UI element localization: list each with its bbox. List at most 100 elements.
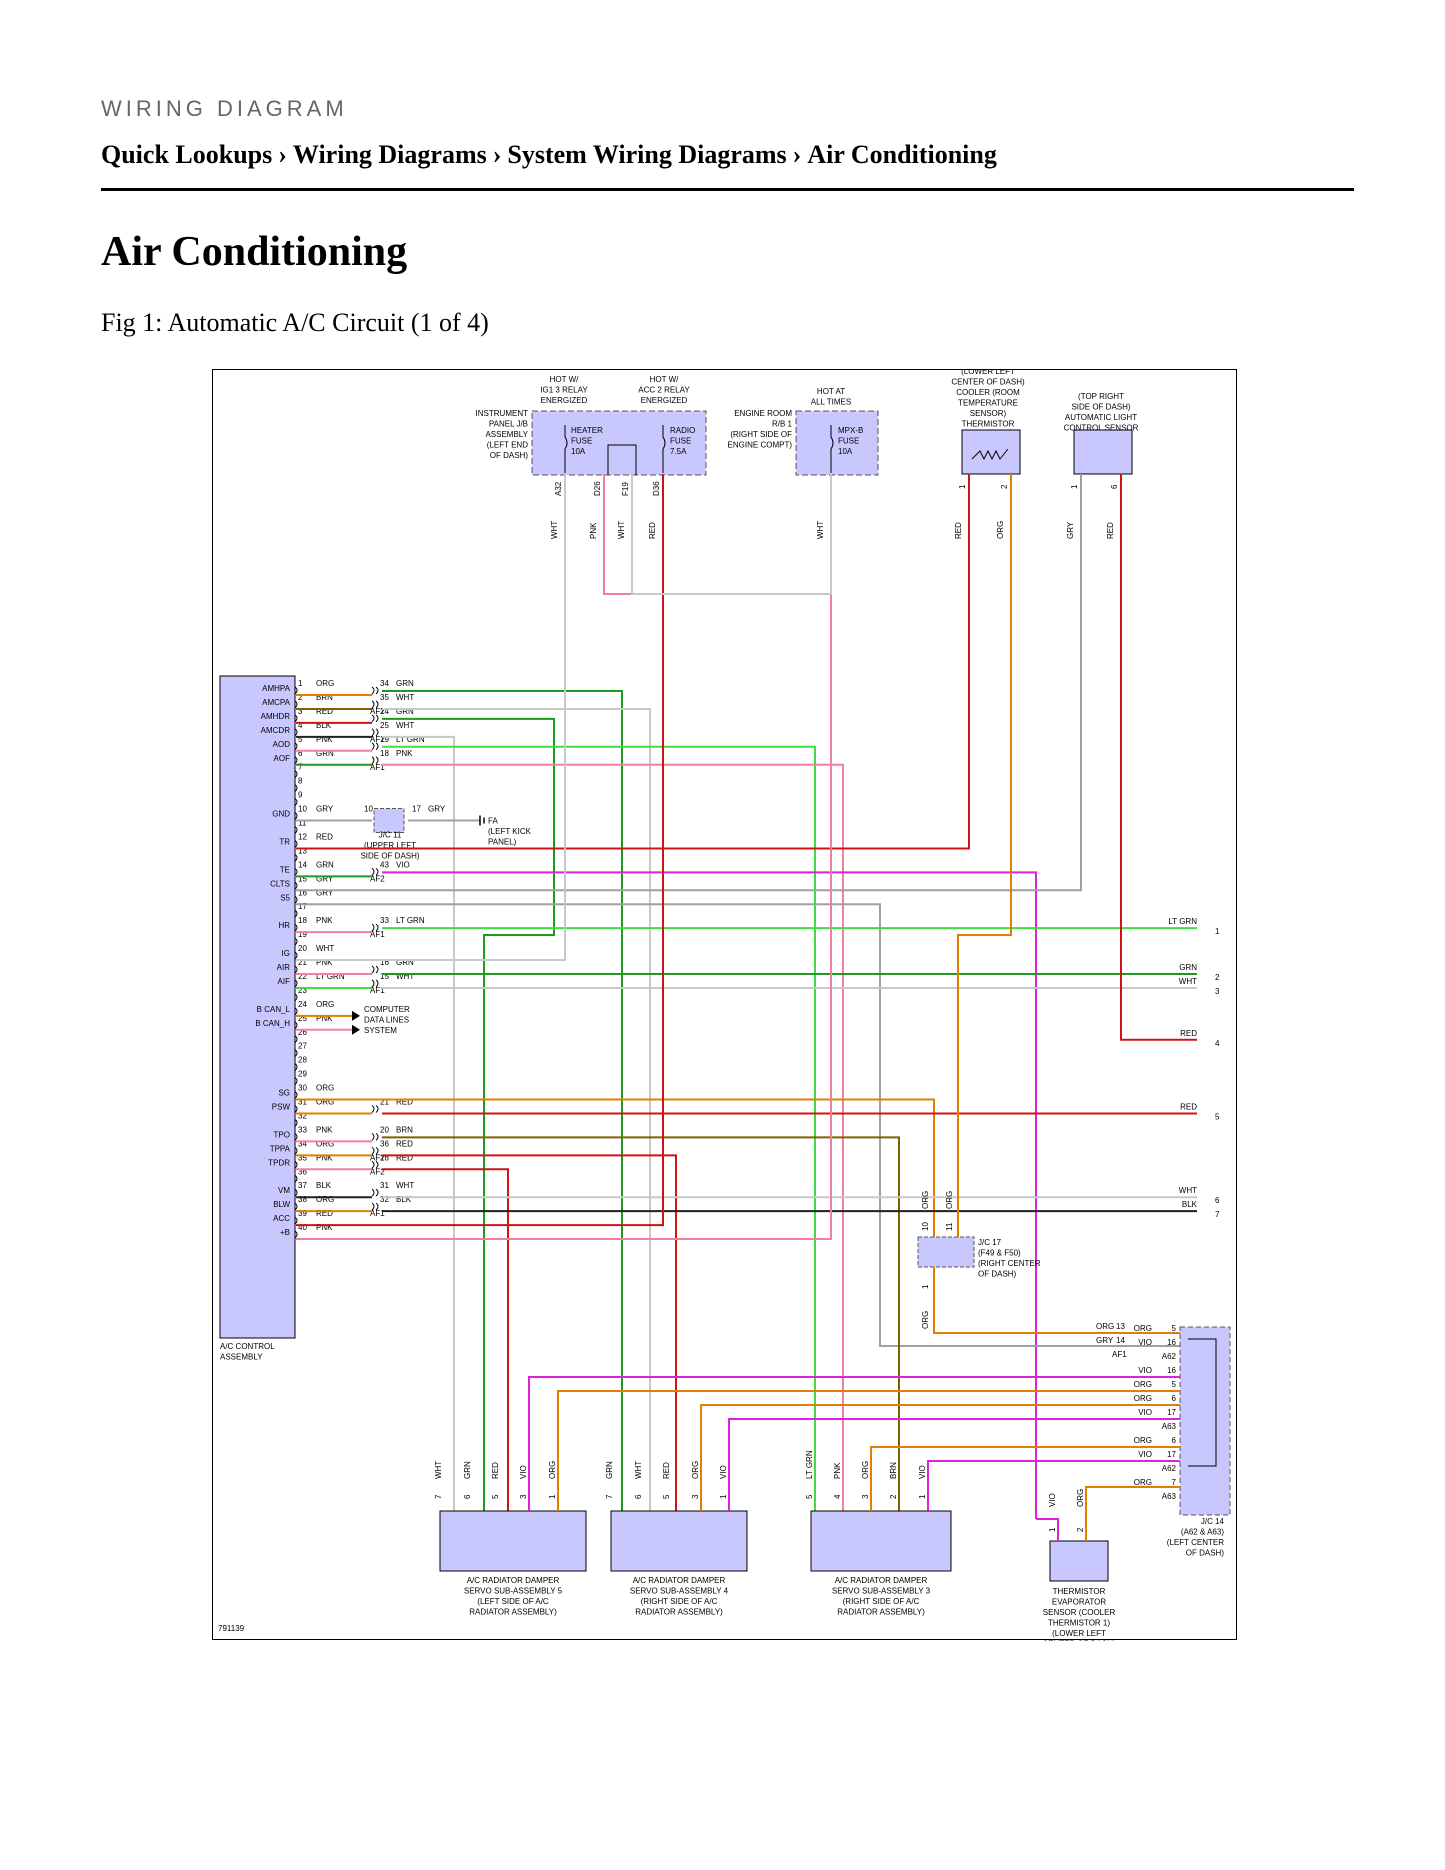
servo-wire-color: RED [662,1462,671,1479]
jc11-pin: 17 [412,805,421,814]
pin-connector [294,1174,298,1183]
ac-pin-wire-color: RED [316,832,333,841]
ac-pin-wire-color: GRY [316,888,334,897]
ac-terminal-label: AOD [273,740,291,749]
instrument-panel-jb-label: OF DASH) [490,451,529,460]
ac-terminal-label: AMHDR [261,712,291,721]
jc14-pin: 6 [1172,1436,1177,1445]
ac-pin-number: 9 [298,791,303,800]
junction-pin-number: 32 [380,1195,389,1204]
breadcrumb-current: Air Conditioning [807,140,997,169]
ac-pin-wire-color: RED [316,1209,333,1218]
pin-connector [294,1035,298,1044]
junction-pin-number: 36 [380,1139,389,1148]
breadcrumb-wiring-diagrams[interactable]: Wiring Diagrams [292,140,487,169]
servo-pin: 3 [519,1494,528,1499]
auto-light-control-sensor [1073,429,1133,475]
cooler-thermistor-label: (LOWER LEFT [961,369,1015,376]
ac-terminal-label: AIR [277,963,291,972]
servo-wire-color: VIO [719,1465,728,1479]
wire-18-pnk [382,763,844,1519]
jc14-pin: 5 [1172,1380,1177,1389]
pin-connector [294,1049,298,1058]
cooler-thermistor-label: TEMPERATURE [958,399,1018,408]
ac-pin-number: 24 [298,1000,307,1009]
junction-wire-color: WHT [396,972,414,981]
damper-servo-label: A/C RADIATOR DAMPER [835,1576,928,1585]
jc17-wire-color: ORG [921,1191,930,1209]
heater-fuse-label: HEATER [571,426,603,435]
inline-connector [371,867,379,876]
servo-pin: 1 [548,1494,557,1499]
instrument-panel-jb-label: INSTRUMENT [476,409,529,418]
damper-servo-label: A/C RADIATOR DAMPER [467,1576,560,1585]
pin-connector [294,1216,298,1225]
engine-room-rb1-label: ENGINE COMPT) [728,441,793,450]
ac-pin-number: 11 [298,819,307,828]
jc14-wire-color: ORG [1134,1478,1152,1487]
jc14-pin: A63 [1162,1422,1177,1431]
inline-connector [371,742,379,751]
junction-pin-number: 35 [380,693,389,702]
junction-wire-color: BLK [396,1195,412,1204]
wire-servo3-org [870,1446,1180,1511]
jc17-connector [917,1236,975,1268]
mpxb-fuse-label: FUSE [838,437,859,446]
jc14-pin: A62 [1162,1352,1177,1361]
pin-connector [294,979,298,988]
ac-pin-wire-color: ORG [316,679,334,688]
wire-servo3-vio [927,1460,1180,1511]
breadcrumb-quick-lookups[interactable]: Quick Lookups [101,140,273,169]
servo-wire-color: PNK [833,1462,842,1479]
pin-connector [294,1133,298,1141]
ac-pin-number: 33 [298,1125,307,1134]
ac-terminal-label: BLW [273,1200,290,1209]
wire-34-grn [382,690,623,1519]
ac-pin-wire-color: LT GRN [316,972,345,981]
ac-pin-number: 36 [298,1167,307,1176]
pin-connector [294,742,298,751]
jc14-wire-color: ORG [1134,1324,1152,1333]
pin-connector [294,1146,298,1155]
acc2-relay-label: ACC 2 RELAY [638,386,690,395]
hot-at-all-times-label: HOT AT [817,387,845,396]
right-edge-pin: 7 [1215,1210,1220,1219]
servo-wire-color: ORG [548,1461,557,1479]
ac-pin-number: 6 [298,749,303,758]
servo-pin: 5 [662,1494,671,1499]
breadcrumb-system-wiring-diagrams[interactable]: System Wiring Diagrams [507,140,787,169]
cooler-thermistor-label: SENSOR) [970,409,1007,418]
wire-19-ltgrn [382,745,816,1519]
ground-symbol [479,815,485,826]
instrument-panel-jb [531,410,707,476]
junction-wire-color: WHT [396,721,414,730]
ig1-relay-label: HOT W/ [550,375,580,384]
wire-servo4-vio [728,1418,1180,1511]
inline-connector [371,1105,379,1113]
ac-pin-number: 28 [298,1056,307,1065]
hot-at-all-times-label: ALL TIMES [811,398,851,407]
right-edge-wire-color: LT GRN [1168,917,1197,926]
acc2-relay-label: HOT W/ [650,375,680,384]
inline-connector [371,1146,379,1155]
junction-wire-color: GRN [396,679,414,688]
pin-connector [294,1091,298,1099]
jc14-wire-color: VIO [1138,1338,1152,1347]
page-title: Air Conditioning [101,229,408,275]
damper-servo-label: SERVO SUB-ASSEMBLY 4 [630,1587,729,1596]
ac-control-assembly-label: ASSEMBLY [220,1353,263,1362]
ac-pin-wire-color: ORG [316,1195,334,1204]
wire-26-red [382,1168,509,1519]
heater-fuse-label: 10A [571,447,586,456]
junction-pin-number: 21 [380,1098,389,1107]
breadcrumb-separator: › [492,140,502,169]
wire-13-org [933,1267,1180,1334]
ac-pin-number: 25 [298,1014,307,1023]
page-kicker: WIRING DIAGRAM [101,96,348,121]
damper-servo-label: A/C RADIATOR DAMPER [633,1576,726,1585]
ac-pin-number: 22 [298,972,307,981]
evaporator-thermistor-label: CENTER OF DASH) [1042,1640,1116,1642]
inline-connector [371,1202,379,1211]
jc14-left-color: GRY [1096,1336,1114,1345]
damper-servo-label: SERVO SUB-ASSEMBLY 3 [832,1587,931,1596]
